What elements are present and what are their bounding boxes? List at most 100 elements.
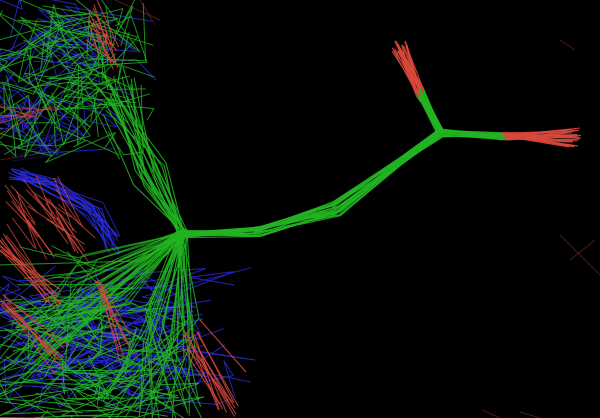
bond-line [54,126,120,156]
bond-line [0,48,61,60]
bond-line [0,114,34,118]
bond-line [0,395,62,418]
bond-line [73,349,103,374]
background-bond [12,152,70,162]
bond-line [0,10,51,41]
background-bond [569,239,596,261]
bond-line [0,94,31,115]
background-bond [481,409,501,418]
bond-line [61,396,136,418]
bond-line [18,0,71,45]
bond-line [37,335,72,356]
bond-line [86,3,146,62]
bond-line [11,217,36,249]
bond-line [183,334,237,415]
bond-line [72,304,100,343]
bond-line [47,296,126,324]
bond-line [126,95,189,234]
bond-line [10,185,38,214]
bond-line [50,396,76,411]
bond-line [162,230,202,408]
bond-line [418,88,441,137]
bond-line [0,103,52,157]
bond-line [127,298,185,312]
bond-line [136,358,251,383]
bond-line [85,39,117,64]
bond-line [0,39,53,95]
bond-line [89,25,154,46]
bond-line [0,94,51,151]
bond-line [144,238,185,418]
bond-line [9,176,121,237]
bond-line [20,291,67,331]
bond-line [120,347,148,366]
bond-line [72,34,115,91]
bond-line [39,81,76,119]
bond-line [50,0,95,46]
bond-line [102,114,182,231]
bond-line [183,135,440,232]
bond-line [66,355,109,402]
bond-line [64,88,121,160]
background-bond [559,39,576,51]
bond-line [53,105,91,147]
bond-line [398,49,418,98]
bond-line [183,129,440,237]
bond-line [70,322,104,356]
bond-line [24,72,107,125]
bond-line [138,271,235,309]
bond-line [503,136,573,143]
bond-line [107,287,135,296]
bond-line [0,106,59,119]
bond-line [0,355,16,371]
bond-line [0,240,54,295]
bond-line [197,347,236,409]
bond-line [10,232,181,326]
bond-line [116,264,169,290]
bond-line [0,232,184,360]
bond-line [87,16,113,63]
bond-line [95,23,101,31]
bond-line [55,93,151,110]
bond-line [180,136,441,236]
bond-line [60,64,137,103]
bond-line [440,135,506,138]
bond-line [27,316,43,360]
bond-line [31,231,179,284]
oxygen-bonds [0,0,247,417]
bond-line [18,205,48,260]
bond-line [112,97,184,237]
bond-line [41,29,87,73]
bond-line [505,130,575,137]
bond-line [2,293,65,349]
bond-line [0,106,57,111]
bond-line [22,350,95,408]
bond-line [24,400,73,418]
bond-line [102,284,131,337]
bond-line [177,234,200,401]
bond-line [96,238,189,400]
bond-line [0,293,61,314]
bond-line [0,94,17,157]
bond-line [87,314,174,362]
bond-line [46,218,85,245]
bond-line [0,98,55,133]
bond-line [23,179,64,232]
bond-line [0,382,11,404]
bond-line [38,350,59,378]
bond-line [92,18,118,52]
carbon-bonds [0,0,205,418]
bond-line [92,381,133,410]
bond-line [20,363,104,389]
bond-line [15,178,113,243]
bond-line [1,302,61,359]
background-bond [2,132,59,152]
bond-line [64,232,188,289]
bond-line [199,319,247,373]
bond-line [35,175,56,223]
bond-line [188,336,220,411]
bond-line [75,0,141,53]
bond-line [74,340,161,386]
background-bond [559,234,600,276]
